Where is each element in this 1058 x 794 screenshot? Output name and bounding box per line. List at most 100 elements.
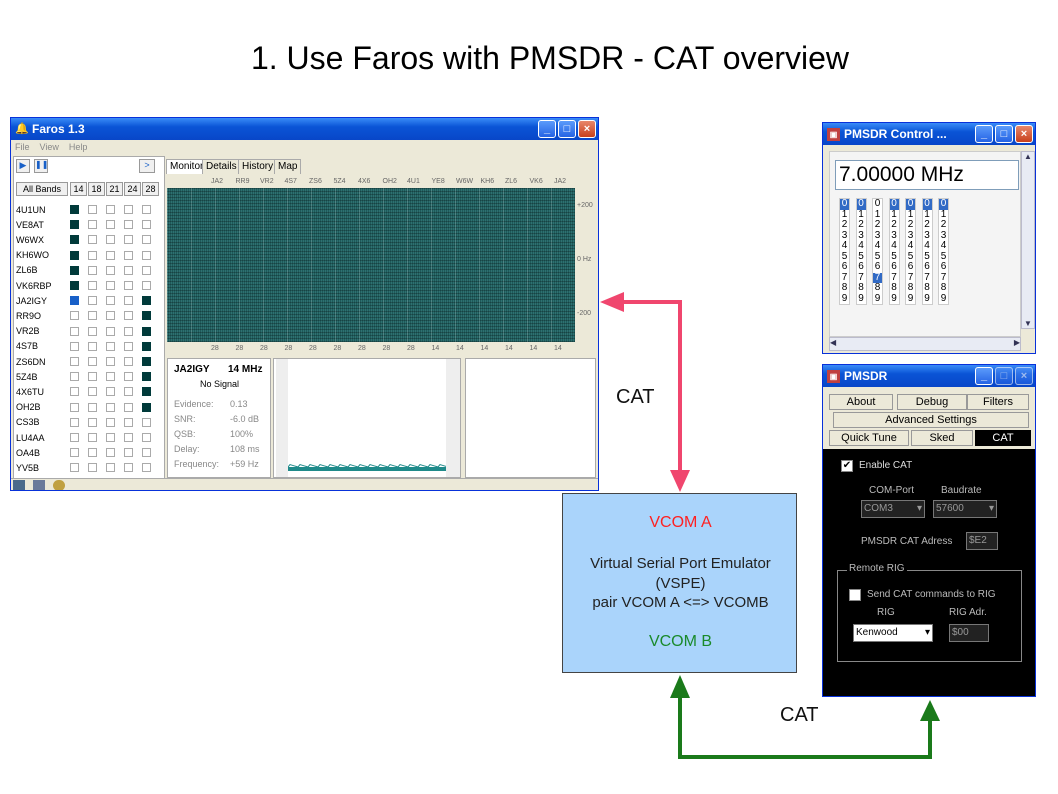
digit-cell[interactable]: 9: [940, 292, 947, 304]
band-checkbox[interactable]: [70, 265, 79, 275]
band-checkbox[interactable]: [124, 311, 133, 321]
band-checkbox[interactable]: [142, 281, 151, 290]
digit-cell[interactable]: 4: [841, 240, 848, 251]
band-button-21[interactable]: 21: [106, 182, 123, 196]
station-row[interactable]: 4S7B: [16, 339, 161, 354]
station-row[interactable]: 4U1UN: [16, 202, 161, 217]
maximize-button[interactable]: □: [995, 125, 1013, 143]
band-checkbox[interactable]: [88, 296, 97, 306]
com-port-select[interactable]: COM3▾: [861, 500, 925, 518]
band-checkbox[interactable]: [106, 281, 115, 290]
digit-cell[interactable]: 1: [841, 208, 848, 220]
band-checkbox[interactable]: [124, 341, 133, 351]
band-checkbox[interactable]: [70, 220, 79, 230]
band-checkbox[interactable]: [70, 296, 79, 306]
digit-cell[interactable]: 3: [874, 229, 881, 241]
band-button-18[interactable]: 18: [88, 182, 105, 196]
pmsdr-titlebar[interactable]: ▣ PMSDR _ □ ×: [823, 365, 1035, 387]
digit-cell[interactable]: 8: [940, 282, 947, 293]
chevron-right-icon[interactable]: ▶: [1013, 338, 1020, 347]
digit-cell[interactable]: 0: [922, 198, 932, 210]
digit-cell[interactable]: 5: [924, 250, 930, 262]
band-checkbox[interactable]: [106, 341, 115, 351]
digit-cell[interactable]: 9: [858, 292, 864, 304]
digit-cell[interactable]: 4: [874, 240, 881, 251]
digit-cell[interactable]: 1: [874, 208, 881, 220]
band-checkbox[interactable]: [124, 417, 133, 427]
station-row[interactable]: 4X6TU: [16, 384, 161, 399]
tab-sked[interactable]: Sked: [911, 430, 973, 446]
close-button[interactable]: ×: [1015, 125, 1033, 143]
band-checkbox[interactable]: [88, 235, 97, 245]
digit-cell[interactable]: 5: [891, 250, 897, 262]
band-checkbox[interactable]: [142, 205, 151, 214]
all-bands-button[interactable]: All Bands: [16, 182, 68, 196]
digit-cell[interactable]: 2: [858, 219, 864, 230]
play-icon[interactable]: ▶: [16, 159, 30, 173]
digit-cell[interactable]: 1: [924, 208, 930, 220]
band-checkbox[interactable]: [124, 250, 133, 260]
digit-cell[interactable]: 0: [874, 198, 881, 209]
digit-cell[interactable]: 5: [874, 250, 881, 262]
digit-cell[interactable]: 3: [858, 229, 864, 241]
band-checkbox[interactable]: [124, 265, 133, 275]
band-checkbox[interactable]: [106, 250, 115, 260]
digit-cell[interactable]: 3: [891, 229, 897, 241]
chevron-left-icon[interactable]: ◀: [830, 338, 837, 347]
band-checkbox[interactable]: [88, 250, 97, 260]
band-checkbox[interactable]: [88, 448, 97, 458]
station-row[interactable]: JA2IGY: [16, 293, 161, 308]
digit-cell[interactable]: 7: [858, 271, 864, 283]
band-checkbox[interactable]: [124, 281, 133, 290]
digit-cell[interactable]: 8: [874, 282, 881, 293]
digit-cell[interactable]: 0: [906, 198, 915, 210]
next-icon[interactable]: >: [139, 159, 155, 173]
digit-cell[interactable]: 2: [841, 219, 848, 230]
digit-cell[interactable]: 2: [891, 219, 897, 230]
band-checkbox[interactable]: [106, 296, 115, 306]
band-checkbox[interactable]: [70, 417, 79, 427]
band-checkbox[interactable]: [88, 387, 97, 397]
digit-cell[interactable]: 6: [940, 261, 947, 272]
band-checkbox[interactable]: [88, 220, 97, 230]
enable-cat-checkbox[interactable]: ✔: [841, 460, 853, 472]
station-row[interactable]: KH6WO: [16, 248, 161, 263]
digit-cell[interactable]: 6: [924, 261, 930, 272]
station-row[interactable]: CS3B: [16, 415, 161, 430]
menu-item-file[interactable]: File: [15, 142, 30, 152]
band-checkbox[interactable]: [124, 357, 133, 366]
band-checkbox[interactable]: [142, 357, 151, 366]
band-checkbox[interactable]: [142, 372, 151, 382]
station-row[interactable]: VR2B: [16, 324, 161, 339]
digit-cell[interactable]: 9: [841, 292, 848, 304]
band-checkbox[interactable]: [70, 281, 79, 290]
digit-cell[interactable]: 4: [858, 240, 864, 251]
band-checkbox[interactable]: [142, 220, 151, 230]
band-checkbox[interactable]: [106, 265, 115, 275]
digit-cell[interactable]: 8: [841, 282, 848, 293]
tab-map[interactable]: Map: [274, 159, 302, 174]
tab-cat[interactable]: CAT: [975, 430, 1031, 446]
minimize-button[interactable]: _: [538, 120, 556, 138]
digit-cell[interactable]: 9: [924, 292, 930, 304]
band-checkbox[interactable]: [142, 402, 151, 412]
band-checkbox[interactable]: [106, 235, 115, 245]
band-checkbox[interactable]: [70, 311, 79, 321]
digit-cell[interactable]: 0: [889, 198, 899, 210]
band-button-24[interactable]: 24: [124, 182, 141, 196]
digit-cell[interactable]: 2: [940, 219, 947, 230]
digit-cell[interactable]: 3: [907, 229, 914, 241]
station-row[interactable]: OA4B: [16, 445, 161, 460]
digit-cell[interactable]: 4: [924, 240, 930, 251]
digit-cell[interactable]: 0: [939, 198, 948, 210]
rig-adr-field[interactable]: $00: [949, 624, 989, 642]
band-checkbox[interactable]: [124, 296, 133, 306]
minimize-button[interactable]: _: [975, 125, 993, 143]
chevron-down-icon[interactable]: ▼: [1024, 319, 1032, 328]
